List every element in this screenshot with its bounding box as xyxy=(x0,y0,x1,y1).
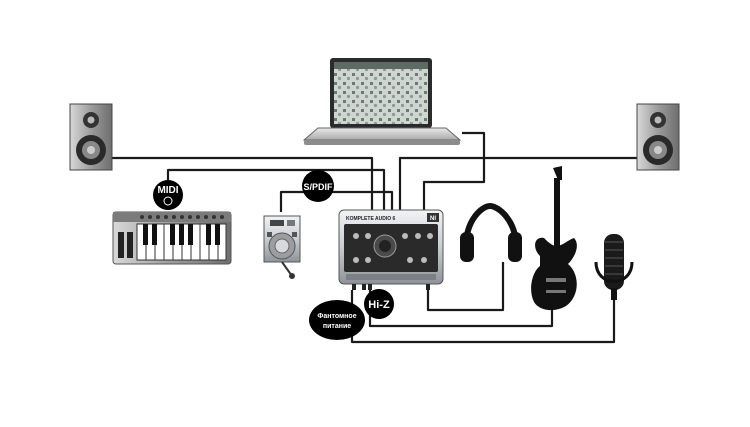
phantom-label-line2: питание xyxy=(323,323,351,330)
headphones-icon xyxy=(460,202,522,262)
spdif-badge: S/PDIF xyxy=(302,170,334,202)
speaker-icon xyxy=(636,103,680,171)
phantom-power-badge: Фантомное питание xyxy=(309,300,365,340)
speaker-icon xyxy=(69,103,113,171)
keyboard-icon xyxy=(112,211,232,265)
phantom-label-line1: Фантомное xyxy=(317,313,356,320)
microphone-icon xyxy=(594,234,634,300)
interface-badge: NI xyxy=(430,216,436,222)
guitar-icon xyxy=(531,166,577,311)
audio-interface-icon: KOMPLETE AUDIO 6 NI xyxy=(338,209,444,290)
cable-headphones xyxy=(426,262,505,312)
interface-brand: KOMPLETE AUDIO 6 xyxy=(346,216,395,222)
cable-spdif xyxy=(279,190,394,212)
hiz-label: Hi-Z xyxy=(368,299,390,311)
midi-label: MIDI xyxy=(157,185,178,196)
cable-midi xyxy=(166,168,386,210)
hiz-badge: Hi-Z xyxy=(364,289,394,319)
dj-controller-icon xyxy=(263,215,301,279)
midi-badge: MIDI xyxy=(153,180,183,210)
cable-laptop-usb xyxy=(422,131,486,212)
laptop-icon xyxy=(302,58,462,145)
cable-guitar xyxy=(368,290,554,328)
spdif-label: S/PDIF xyxy=(303,182,333,192)
cable-right-speaker xyxy=(398,156,637,210)
